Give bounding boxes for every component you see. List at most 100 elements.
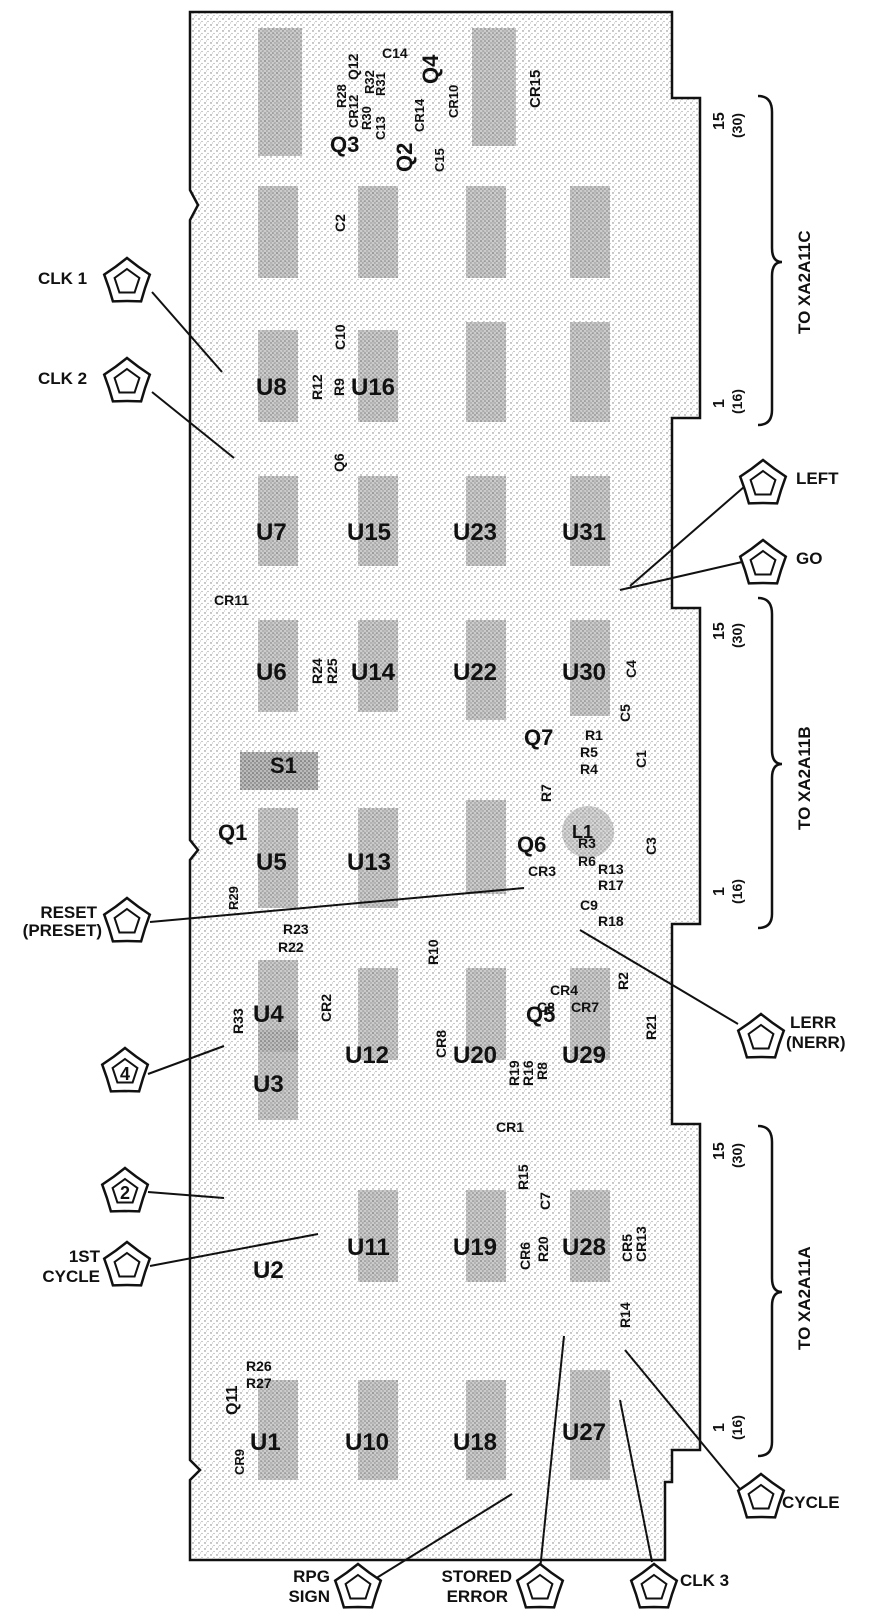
label-c4: C4 (623, 660, 639, 678)
test-point-reset-marker (102, 896, 152, 943)
label-u30: U30 (562, 659, 606, 686)
ic-u7 (258, 476, 298, 566)
ic-row3-col4 (570, 322, 610, 422)
ic-u20 (466, 968, 506, 1060)
label-q7: Q7 (524, 725, 553, 750)
label-cr6: CR6 (517, 1242, 533, 1270)
test-point-tp2-marker (100, 1166, 150, 1213)
test-point-lerr-marker (736, 1012, 786, 1059)
label-r6: R6 (578, 853, 596, 869)
tp-label-clk1: CLK 1 (38, 269, 87, 288)
connector-b-pin-30: (30) (729, 623, 745, 648)
test-point-cycle-marker (736, 1472, 786, 1519)
label-c14: C14 (382, 45, 408, 61)
test-point-rpg-sign-pentagon (344, 1573, 372, 1600)
ic-u23 (466, 476, 506, 566)
label-cr3: CR3 (528, 863, 556, 879)
test-point-2-number: 2 (120, 1183, 130, 1203)
ic-u3 (258, 1030, 298, 1120)
label-cr8: CR8 (433, 1030, 449, 1058)
label-r16: R16 (520, 1060, 536, 1086)
label-r25: R25 (324, 658, 340, 684)
tp-label-lerr: LERR (790, 1013, 836, 1032)
label-u6: U6 (256, 659, 287, 686)
leader-clk3 (619, 1399, 653, 1563)
label-r23: R23 (283, 921, 309, 937)
label-r13: R13 (598, 861, 624, 877)
label-r15: R15 (515, 1164, 531, 1190)
test-point-1st-cycle-marker (102, 1240, 152, 1287)
label-u1: U1 (250, 1429, 281, 1456)
label-u13: U13 (347, 849, 391, 876)
leader-tp2 (147, 1191, 225, 1199)
tp-label-left: LEFT (796, 469, 839, 488)
ic-q-area-1 (258, 28, 302, 156)
ic-u16 (358, 330, 398, 422)
connector-a-pin-15: 15 (711, 1142, 728, 1160)
label-q5: Q5 (526, 1002, 555, 1027)
label-r5: R5 (580, 744, 598, 760)
label-u12: U12 (345, 1042, 389, 1069)
leader-clk2 (151, 391, 235, 459)
label-r19: R19 (506, 1060, 522, 1086)
ic-u18 (466, 1380, 506, 1480)
test-point-4-number: 4 (120, 1064, 130, 1084)
label-r22: R22 (278, 939, 304, 955)
label-r4: R4 (580, 761, 598, 777)
label-c13: C13 (373, 116, 388, 140)
connector-a-pin-30: (30) (729, 1143, 745, 1168)
label-u11: U11 (347, 1234, 390, 1261)
label-q6-small: Q6 (331, 453, 347, 472)
connector-xa2a11a: 15 (30) 1 (16) TO XA2A11A (711, 1124, 814, 1458)
label-cr4: CR4 (550, 982, 578, 998)
tp-label-cycle: CYCLE (782, 1493, 840, 1512)
label-r1: R1 (585, 727, 603, 743)
connector-b-pin-1: 1 (711, 887, 728, 896)
label-r10: R10 (425, 939, 441, 965)
connector-b-pin-16: (16) (729, 879, 745, 904)
label-cr11: CR11 (214, 592, 249, 608)
leader-stored (539, 1335, 565, 1571)
connector-c-label: TO XA2A11C (795, 230, 814, 334)
label-cr2: CR2 (318, 994, 334, 1022)
label-cr7: CR7 (571, 999, 599, 1015)
label-u10: U10 (345, 1429, 389, 1456)
connector-c-pin-1: 1 (711, 399, 728, 408)
tp-label-reset: RESET (40, 903, 97, 922)
ic-u8 (258, 330, 298, 422)
label-r21: R21 (643, 1014, 659, 1040)
label-r14: R14 (617, 1302, 633, 1328)
label-r3: R3 (578, 835, 596, 851)
label-cr12: CR12 (346, 95, 361, 128)
label-u18: U18 (453, 1429, 497, 1456)
test-point-left-pentagon (749, 469, 777, 496)
leader-clk1 (151, 291, 223, 373)
label-cr5: CR5 (619, 1234, 635, 1262)
leader-tp4 (147, 1045, 225, 1075)
ic-row3-col3 (466, 322, 506, 422)
ic-row2-col1 (258, 186, 298, 278)
ic-u13b (466, 800, 506, 894)
label-r8: R8 (534, 1062, 550, 1080)
label-u8: U8 (256, 374, 287, 401)
label-u19: U19 (453, 1234, 497, 1261)
test-point-clk3-marker (629, 1562, 679, 1609)
label-r18: R18 (598, 913, 624, 929)
label-u22: U22 (453, 659, 497, 686)
label-u23: U23 (453, 519, 497, 546)
test-point-reset-pentagon (113, 907, 141, 934)
test-point-clk1-marker (102, 256, 152, 303)
label-c9: C9 (580, 897, 598, 913)
ic-u15 (358, 476, 398, 566)
test-point-tp2-pentagon (111, 1177, 139, 1204)
test-point-tp4-pentagon (111, 1057, 139, 1084)
label-r17: R17 (598, 877, 624, 893)
label-r30: R30 (359, 106, 374, 130)
connector-a-brace (757, 1124, 783, 1458)
test-point-rpg-sign-marker (333, 1562, 383, 1609)
label-c10: C10 (332, 324, 348, 350)
coil-l1-body (562, 806, 614, 858)
leader-left (629, 479, 753, 587)
